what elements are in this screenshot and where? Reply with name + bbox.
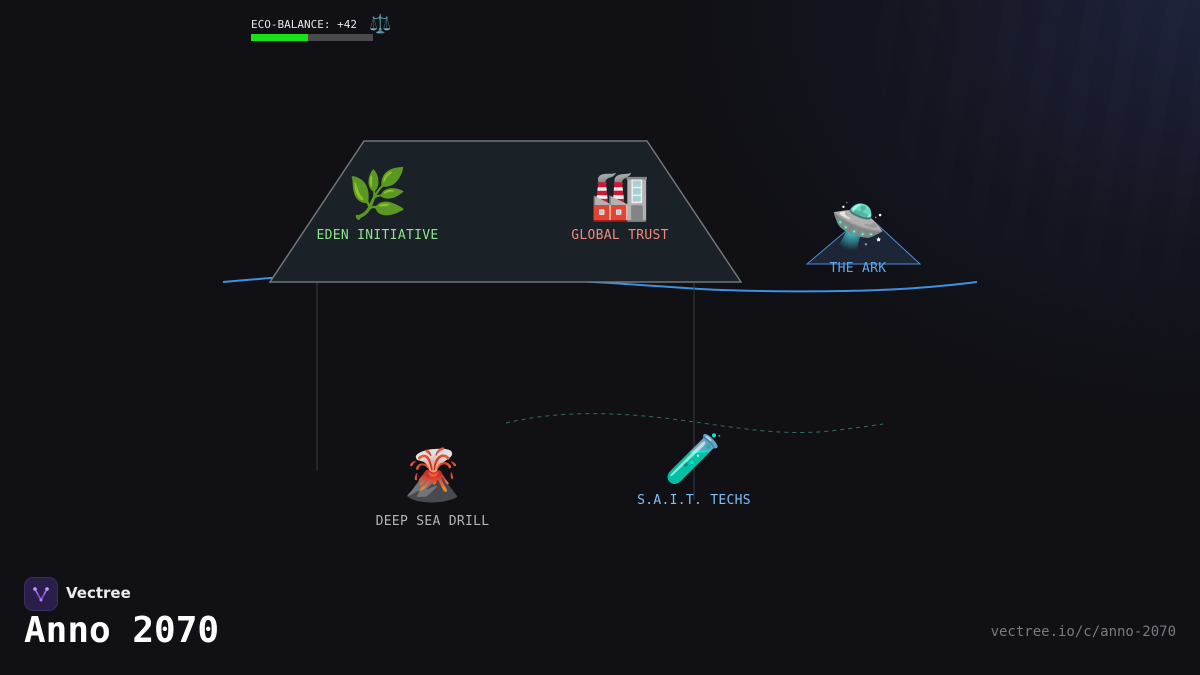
eco-balance-label: ECO-BALANCE: +42 <box>251 18 357 31</box>
the-ark-label: THE ARK <box>829 261 887 276</box>
eden-initiative-label: EDEN INITIATIVE <box>316 228 439 243</box>
eco-balance-meter: ECO-BALANCE: +42 ⚖️ <box>251 15 401 45</box>
node-deep-sea-drill: 🌋 DEEP SEA DRILL <box>365 450 500 529</box>
herb-icon: 🌿 <box>347 166 408 222</box>
balance-scale-icon: ⚖️ <box>369 14 392 35</box>
node-eden-initiative: 🌿 EDEN INITIATIVE <box>300 170 455 243</box>
eco-balance-bar <box>251 34 373 41</box>
background-rays <box>680 0 1200 520</box>
node-global-trust: 🏭 GLOBAL TRUST <box>550 172 690 243</box>
test-tube-icon: 🧪 <box>664 431 724 487</box>
volcano-icon: 🌋 <box>401 446 464 504</box>
source-url[interactable]: vectree.io/c/anno-2070 <box>990 624 1176 640</box>
sait-techs-label: S.A.I.T. TECHS <box>637 493 751 508</box>
brand-name[interactable]: Vectree <box>66 584 131 602</box>
flying-saucer-icon: 🛸 <box>830 201 886 252</box>
factory-icon: 🏭 <box>590 168 650 224</box>
deep-sea-drill-label: DEEP SEA DRILL <box>375 514 490 529</box>
ark-platform <box>805 213 922 265</box>
vectree-logo-icon[interactable] <box>24 577 58 611</box>
page-title: Anno 2070 <box>24 610 220 651</box>
eco-balance-fill <box>251 34 309 41</box>
global-trust-label: GLOBAL TRUST <box>571 228 669 243</box>
underwater-current-line <box>505 413 884 434</box>
main-platform <box>268 140 743 283</box>
node-the-ark: 🛸 THE ARK <box>810 201 906 277</box>
node-sait-techs: 🧪 S.A.I.T. TECHS <box>630 435 758 508</box>
